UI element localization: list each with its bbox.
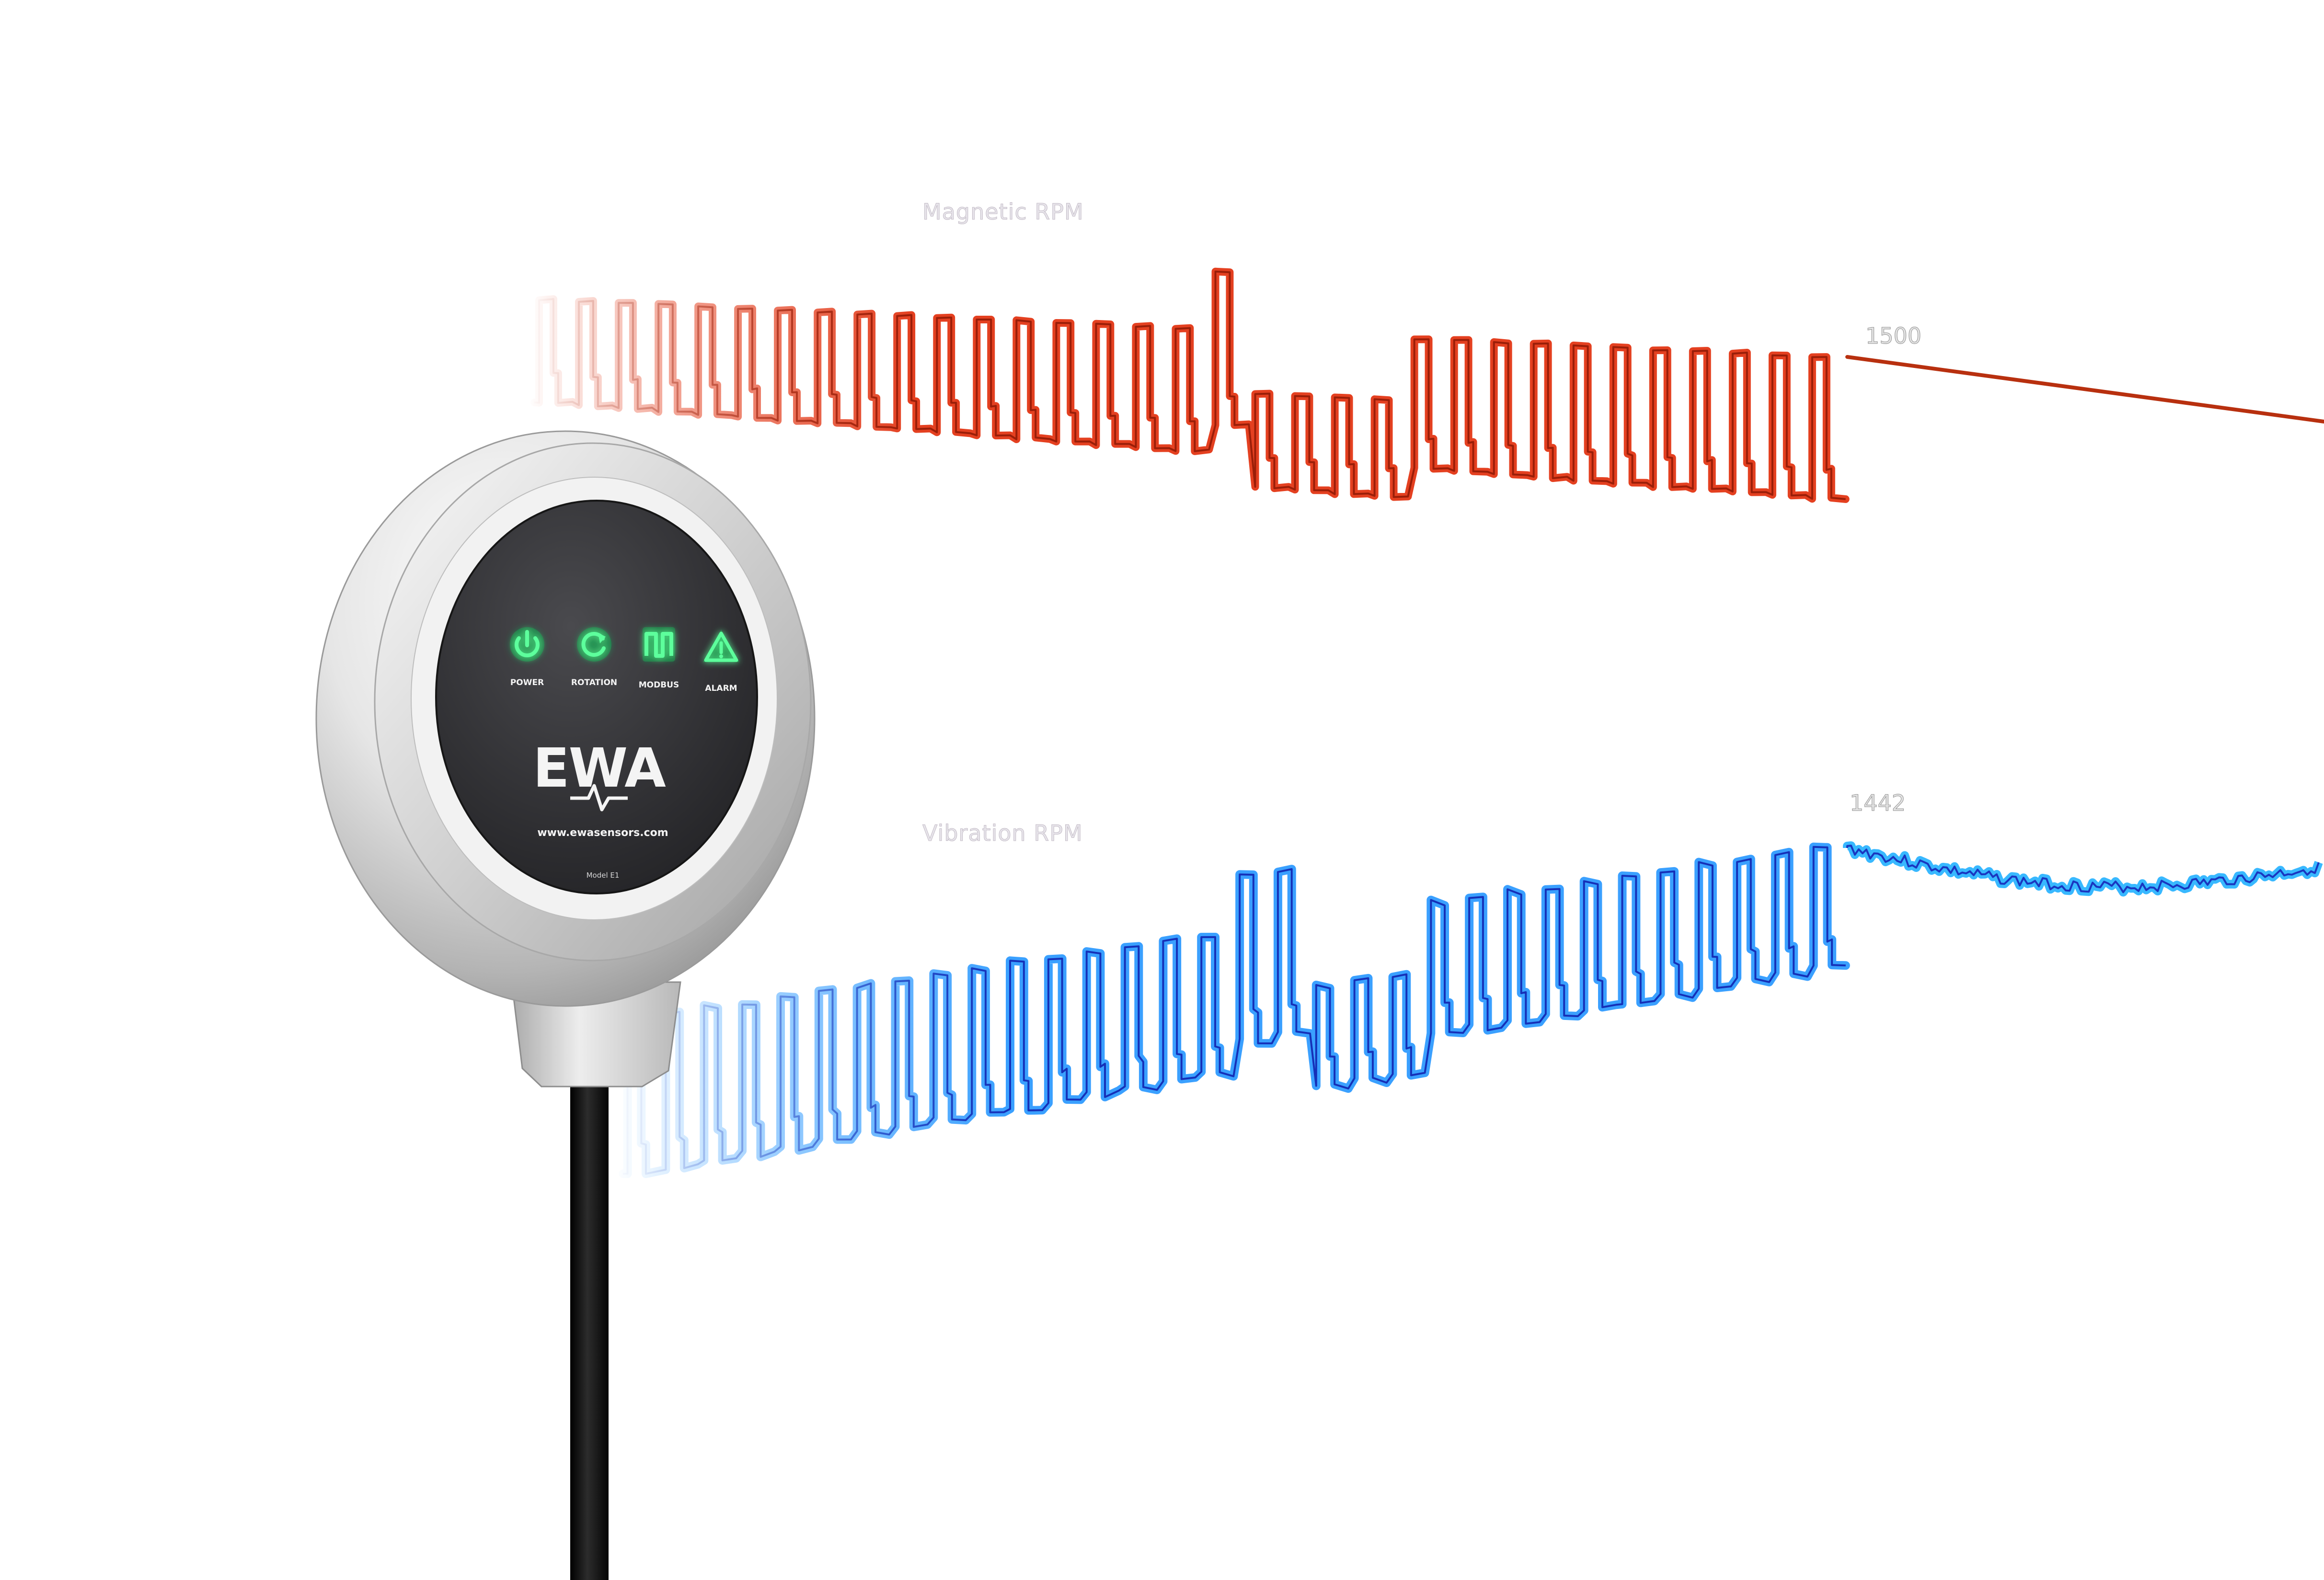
power-icon	[510, 627, 544, 662]
vibration-wave-tail-core	[1846, 845, 2320, 893]
indicator-modbus-label: MODBUS	[639, 680, 679, 690]
indicator-alarm: ALARM	[703, 630, 739, 693]
logo-pulse-mark	[570, 784, 628, 812]
indicator-alarm-label: ALARM	[705, 684, 737, 693]
indicator-rotation: ROTATION	[571, 627, 617, 687]
alarm-icon	[703, 630, 739, 662]
indicator-rotation-label: ROTATION	[571, 678, 617, 687]
magnetic-wave-tail	[1845, 355, 2324, 424]
vibration-waveform: Vibration RPM 1442	[619, 790, 2323, 1179]
vibration-wave-tail	[1843, 841, 2323, 897]
cable-gland	[511, 981, 681, 1088]
indicator-modbus: MODBUS	[639, 627, 679, 690]
vibration-wave-trace	[619, 842, 1850, 1179]
magnetic-rpm-label: Magnetic RPM	[922, 199, 1084, 225]
rotation-icon	[577, 627, 611, 662]
model-text: Model E1	[587, 871, 620, 880]
sensor-face	[435, 500, 758, 894]
magnetic-waveform: Magnetic RPM 1500	[530, 199, 2324, 503]
ewa-logo: EWA	[533, 737, 667, 812]
sensor-cable	[570, 1068, 609, 1580]
magnetic-wave-trace-core	[534, 270, 1846, 500]
vibration-wave-trace-core	[622, 846, 1846, 1175]
sensor-device: POWER ROTATION MODBUS ALARM	[315, 430, 816, 1580]
indicator-power-label: POWER	[510, 678, 544, 687]
indicator-power: POWER	[510, 627, 544, 687]
pulse-icon	[643, 627, 675, 662]
vibration-rpm-value: 1442	[1850, 790, 1906, 816]
vibration-rpm-label: Vibration RPM	[922, 820, 1083, 846]
magnetic-rpm-value: 1500	[1865, 323, 1921, 349]
website-text: www.ewasensors.com	[537, 827, 668, 839]
logo-text: EWA	[533, 737, 666, 800]
